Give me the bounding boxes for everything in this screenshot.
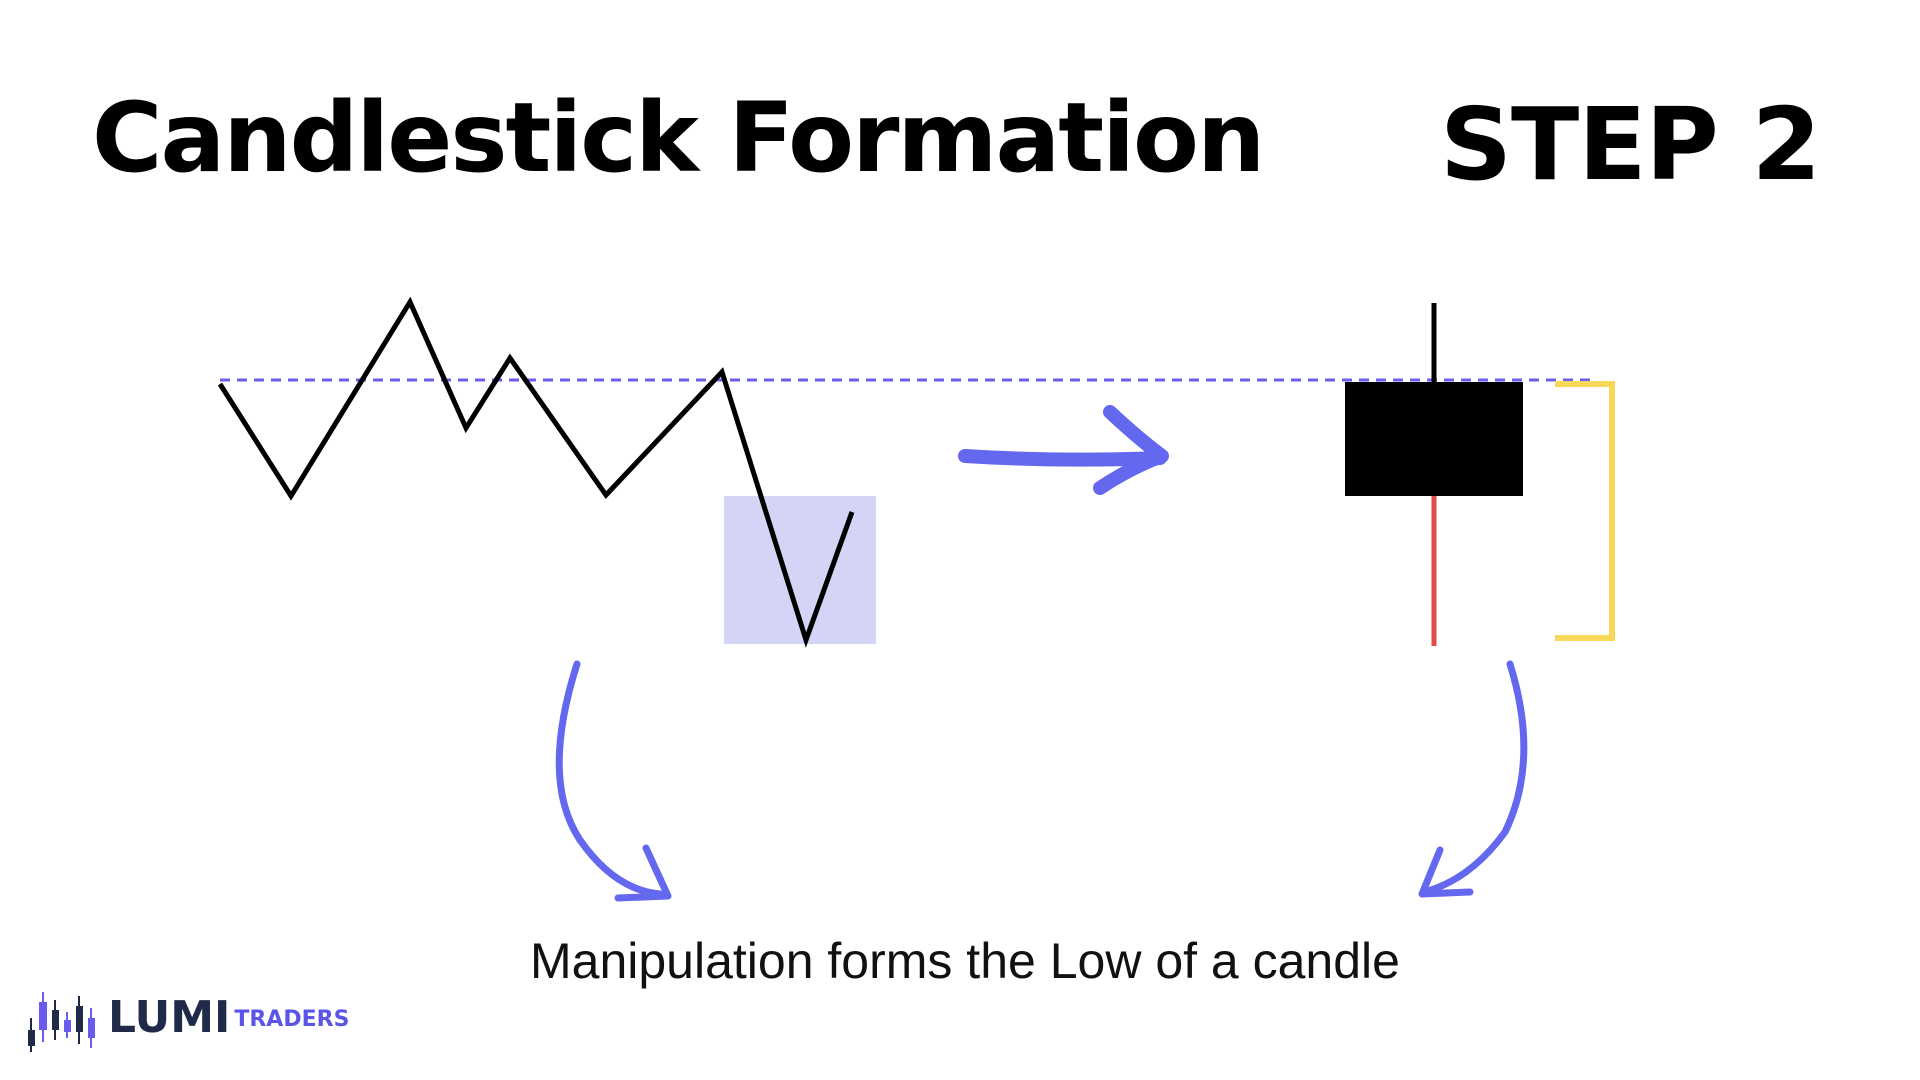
caption-text: Manipulation forms the Low of a candle xyxy=(530,933,1400,989)
curved-down-arrow-icon xyxy=(555,660,672,902)
right-arrow-icon xyxy=(958,405,1169,495)
page-title: Candlestick Formation xyxy=(92,82,1265,194)
curved-down-left-arrow-icon xyxy=(1418,660,1528,898)
candlestick-logo-icon xyxy=(28,992,95,1052)
candle-body xyxy=(1345,382,1523,496)
logo-primary-text: LUMI xyxy=(108,991,231,1043)
brand-logo: LUMI TRADERS xyxy=(26,982,349,1052)
logo-secondary-text: TRADERS xyxy=(234,1006,350,1032)
price-path xyxy=(217,296,855,648)
range-bracket xyxy=(1555,381,1615,641)
step-label: STEP 2 xyxy=(1440,86,1821,203)
